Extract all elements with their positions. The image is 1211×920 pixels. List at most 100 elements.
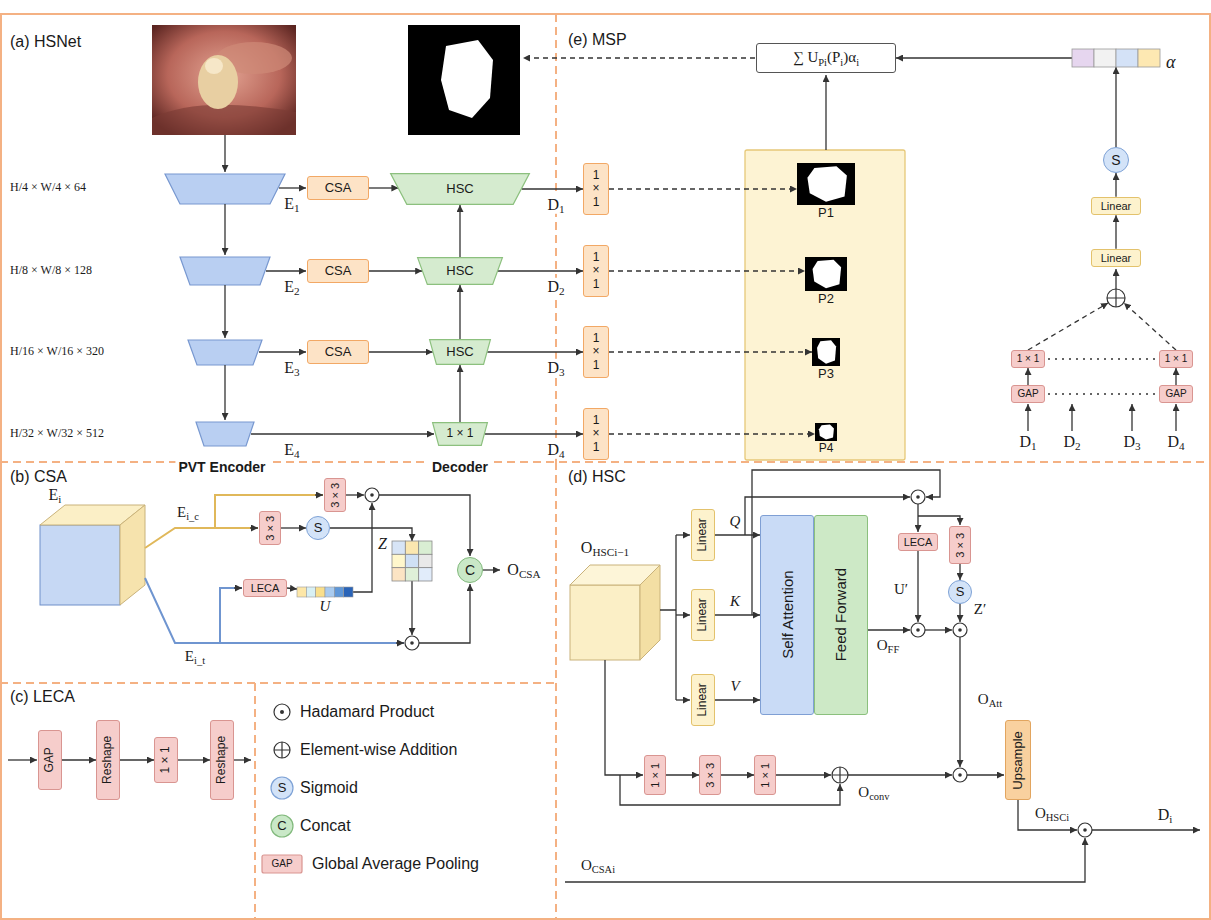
text-run: D [547, 441, 559, 458]
text-run: Upsample [1010, 731, 1025, 790]
arrow [234, 759, 251, 760]
op-box: 3 × 3 [699, 755, 721, 795]
connector [609, 270, 805, 271]
arrow [224, 285, 225, 338]
attention-box: Self Attention [760, 515, 814, 715]
grid-cell [419, 568, 432, 581]
arrow [411, 581, 412, 635]
connector [459, 365, 460, 422]
text-run: E [185, 648, 194, 664]
text-run: E [284, 195, 294, 212]
prediction-map: P4 [815, 423, 837, 441]
subscript: i_c [186, 512, 199, 523]
annotation: (a) HSNet [10, 33, 81, 51]
node-label: S [956, 585, 965, 600]
wire [660, 535, 676, 700]
arrow [1027, 404, 1028, 431]
hadamard-symbol [365, 488, 379, 502]
text-run: 1 × 1 [158, 746, 172, 773]
node-label: 1 × 1 [590, 414, 602, 454]
arrow [925, 629, 952, 630]
text-run: O [1035, 805, 1046, 821]
subscript: i [840, 57, 843, 68]
arrow [251, 433, 434, 434]
prediction-map-outline [812, 338, 840, 366]
grid-cell [419, 554, 432, 567]
panel-divider [555, 14, 557, 462]
op-box: GAP [1011, 385, 1045, 403]
annotation: D3 [1123, 433, 1140, 451]
op-box: 1 × 1 [154, 737, 178, 783]
legend-entry: Concat [300, 817, 351, 835]
annotation: Q [730, 513, 741, 530]
upsample-box: Upsample [1005, 720, 1031, 800]
text-run: LECA [904, 536, 933, 548]
trapezoid [433, 423, 488, 446]
text-run: O [877, 637, 888, 653]
text-run: CSA [325, 344, 352, 359]
decoder-block: 1 × 1 [432, 422, 488, 446]
output-mask [441, 40, 493, 118]
op-box: 3 × 3 [949, 526, 971, 564]
polyp [205, 58, 223, 74]
node-label: 3 × 3 [329, 483, 342, 508]
text-run: ∑ U [793, 49, 818, 65]
annotation: Decoder [429, 459, 491, 475]
text-run: 1 × 1 [592, 413, 599, 453]
annotation: OHSCi−1 [581, 539, 629, 557]
sigmoid-symbol [271, 777, 293, 799]
op-box: Reshape [210, 720, 234, 800]
text-run: H/32 × W/32 × 512 [10, 426, 104, 440]
annotation: PVT Encoder [175, 459, 268, 475]
arrow [346, 494, 364, 495]
node-label: LECA [251, 582, 280, 595]
node-label: Reshape [101, 736, 115, 784]
legend-text: Hadamard Product [300, 703, 434, 721]
sum-box: ∑ UPi(Pi)αi [756, 43, 896, 73]
connector [1027, 368, 1028, 385]
text-run: D [1167, 433, 1179, 450]
text-run: Z [378, 535, 387, 552]
text-run: 1 × 1 [649, 763, 661, 788]
text-run: (d) HSC [568, 468, 626, 485]
decoder-block: HSC [429, 339, 491, 365]
grid-cell [392, 554, 405, 567]
text-run: O [581, 857, 592, 873]
prediction-panel [745, 150, 905, 460]
connector [281, 527, 306, 528]
connector [609, 188, 797, 189]
connector [369, 187, 398, 188]
text-run: 3 × 3 [329, 483, 341, 508]
module-box: 1 × 1 [583, 163, 609, 215]
annotation: V [730, 678, 739, 695]
ellipsis-line [1048, 393, 1156, 394]
hadamard-symbol [405, 636, 419, 650]
annotation: H/32 × W/32 × 512 [10, 427, 104, 441]
arrow [315, 494, 323, 495]
text-run: 1 × 1 [1017, 353, 1040, 364]
connector [498, 270, 583, 271]
annotation: D1 [1019, 433, 1036, 451]
subscript: conv [869, 792, 889, 803]
node-label: 1 × 1 [759, 763, 772, 788]
arrow [1131, 404, 1132, 431]
text-run: 1 × 1 [1165, 353, 1188, 364]
node-label: Linear [696, 683, 710, 716]
hadamard-symbol [916, 628, 920, 632]
prediction-map: P2 [805, 257, 847, 291]
connector [609, 433, 815, 434]
node-label: P2 [818, 292, 834, 307]
annotation: H/8 × W/8 × 128 [10, 264, 92, 278]
annotation: (c) LECA [10, 688, 75, 706]
grid-cell [419, 541, 432, 554]
arrow [279, 187, 306, 188]
text-run: Q [730, 513, 741, 529]
trapezoid [418, 258, 503, 285]
node-label: P4 [819, 442, 834, 456]
hadamard-symbol [911, 623, 925, 637]
feature-cube [570, 585, 640, 660]
hadamard-symbol [953, 768, 967, 782]
sigmoid-circle: S [948, 580, 972, 604]
